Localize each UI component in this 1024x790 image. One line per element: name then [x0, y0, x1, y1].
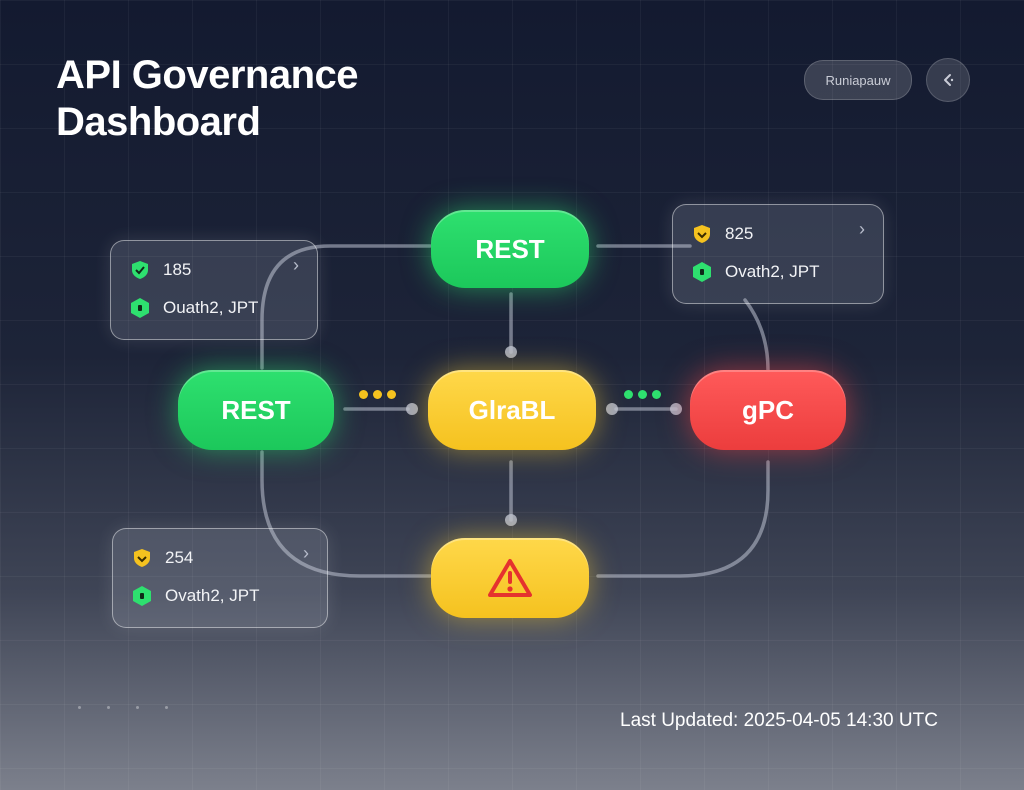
- back-button[interactable]: [926, 58, 970, 102]
- auth-methods: Ovath2, JPT: [165, 586, 260, 605]
- lock-shield-icon: [691, 261, 713, 283]
- edge-topright-right: [743, 298, 770, 372]
- shield-check-icon: [129, 259, 151, 281]
- policy-count: 185: [163, 260, 192, 279]
- header-action-button[interactable]: Runiapauw: [804, 60, 912, 100]
- policy-count: 825: [725, 224, 754, 243]
- node-graphql-center[interactable]: GlraBL: [428, 370, 596, 450]
- warning-icon: [488, 559, 532, 597]
- node-label: REST: [475, 233, 545, 264]
- node-rest-top[interactable]: REST: [431, 210, 589, 288]
- policy-count: 254: [165, 548, 194, 567]
- node-warning-bottom[interactable]: [431, 538, 589, 618]
- policy-card-top-left[interactable]: 185 › Ouath2, JPT: [110, 240, 318, 340]
- node-label: REST: [221, 394, 291, 425]
- last-updated-text: Last Updated: 2025-04-05 14:30 UTC: [620, 710, 938, 731]
- flow-indicator-right: [624, 390, 661, 399]
- flow-indicator-left: [359, 390, 396, 399]
- chevron-right-icon: ›: [293, 255, 299, 275]
- shield-check-icon: [131, 547, 153, 569]
- policy-card-top-right[interactable]: 825 › Ovath2, JPT: [672, 204, 884, 304]
- policy-card-bottom-left[interactable]: 254 › Ovath2, JPT: [112, 528, 328, 628]
- edge-left-bottom: [260, 450, 432, 578]
- lock-shield-icon: [131, 585, 153, 607]
- node-grpc-right[interactable]: gPC: [690, 370, 846, 450]
- auth-methods: Ovath2, JPT: [725, 262, 820, 281]
- chevron-right-icon: ›: [859, 219, 865, 239]
- shield-check-icon: [691, 223, 713, 245]
- node-label: GlraBL: [468, 394, 556, 425]
- node-label: gPC: [742, 394, 794, 425]
- lock-shield-icon: [129, 297, 151, 319]
- auth-methods: Ouath2, JPT: [163, 298, 259, 317]
- page-title: API Governance Dashboard: [56, 53, 359, 145]
- edge-bottom-right: [596, 460, 770, 578]
- chevron-left-icon: [944, 74, 954, 86]
- decorative-dots: [78, 706, 168, 709]
- node-rest-left[interactable]: REST: [178, 370, 334, 450]
- chevron-right-icon: ›: [303, 543, 309, 563]
- edge-top-left: [260, 244, 432, 370]
